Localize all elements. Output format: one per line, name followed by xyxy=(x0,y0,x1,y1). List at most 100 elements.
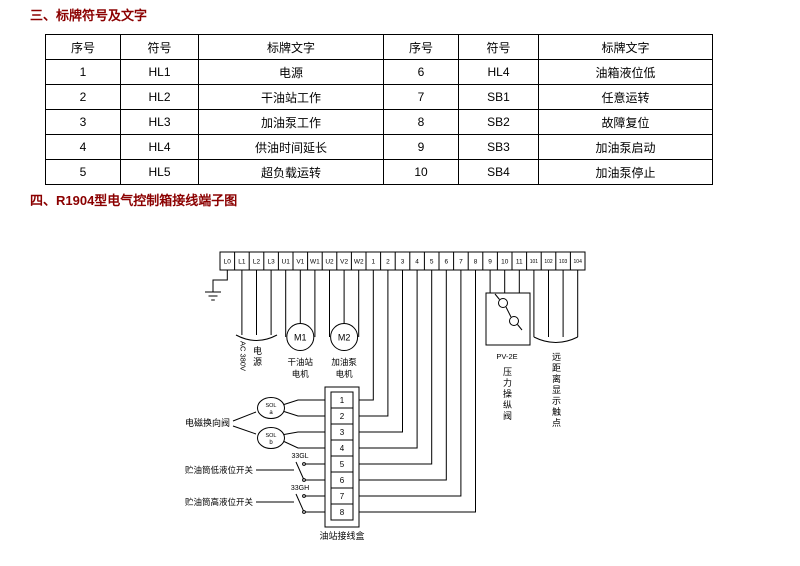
table-header-row: 序号 符号 标牌文字 序号 符号 标牌文字 xyxy=(45,34,713,60)
junction-box-dividers xyxy=(331,407,353,505)
contact-dot xyxy=(302,510,306,514)
pv2e-contact-lines xyxy=(494,293,523,331)
motor1-circle xyxy=(286,323,315,351)
junction-terminal: 4 xyxy=(340,444,345,453)
pv2e-contact xyxy=(509,316,519,326)
terminal-label: 10 xyxy=(501,259,509,266)
terminal-label: L3 xyxy=(267,259,275,266)
cell-text: 任意运转 xyxy=(538,84,713,110)
terminal-strip-dividers xyxy=(234,252,571,270)
cell-seq: 6 xyxy=(383,59,459,85)
low-level-switch-wires xyxy=(256,461,325,481)
cell-text: 油箱液位低 xyxy=(538,59,713,85)
terminal-label: L1 xyxy=(238,259,246,266)
terminal-label: 9 xyxy=(488,259,492,266)
cell-symbol: SB4 xyxy=(458,159,539,185)
sol-a-coil xyxy=(257,397,285,419)
col-header-seq-1: 序号 xyxy=(45,34,121,60)
pv2e-box xyxy=(485,292,531,346)
high-level-switch-label: 贮油筒高液位开关 xyxy=(185,497,254,507)
terminal-label: 4 xyxy=(415,259,419,266)
wiring-diagram: L0 L1 L2 L3 U1 V1 W1 U2 V2 W2 1 2 3 4 5 … xyxy=(185,251,586,541)
junction-terminal: 3 xyxy=(340,428,345,437)
col-header-seq-2: 序号 xyxy=(383,34,459,60)
table-row: 5 HL5 超负载运转 10 SB4 加油泵停止 xyxy=(45,159,713,185)
junction-terminal: 2 xyxy=(340,412,345,421)
label-symbols-table: 序号 符号 标牌文字 序号 符号 标牌文字 1 HL1 电源 6 HL4 油箱液… xyxy=(45,34,713,185)
document-content: 三、标牌符号及文字 序号 符号 标牌文字 序号 符号 标牌文字 1 HL1 电源… xyxy=(0,0,800,209)
terminal-label: V2 xyxy=(340,259,348,266)
terminal-label: 3 xyxy=(401,259,405,266)
motor1-tag: M1 xyxy=(294,333,307,343)
section4-heading: 四、R1904型电气控制箱接线端子图 xyxy=(30,193,238,208)
col-header-text-1: 标牌文字 xyxy=(198,34,384,60)
pressure-valve-label: 压力操纵阀 xyxy=(502,367,512,422)
ac-supply-brace xyxy=(235,334,278,341)
remote-brace xyxy=(533,336,578,343)
terminal-label: L0 xyxy=(224,259,232,266)
cell-symbol: HL5 xyxy=(120,159,199,185)
cell-symbol: HL1 xyxy=(120,59,199,85)
table-row: 2 HL2 干油站工作 7 SB1 任意运转 xyxy=(45,84,713,110)
table-row: 1 HL1 电源 6 HL4 油箱液位低 xyxy=(45,59,713,85)
terminal-label: U1 xyxy=(282,259,291,266)
contact-dot xyxy=(302,462,306,466)
terminal-label: W2 xyxy=(354,259,364,266)
cell-seq: 2 xyxy=(45,84,121,110)
ac-power-label-cjk: 电源 xyxy=(252,345,262,368)
cell-symbol: HL3 xyxy=(120,109,199,135)
terminal-label: U2 xyxy=(325,259,334,266)
terminal-label: 2 xyxy=(386,259,390,266)
cell-seq: 7 xyxy=(383,84,459,110)
junction-terminal: 1 xyxy=(340,396,345,405)
sol-b-coil xyxy=(257,427,285,449)
contact-dot xyxy=(302,494,306,498)
cell-symbol: HL2 xyxy=(120,84,199,110)
cell-text: 干油站工作 xyxy=(198,84,384,110)
ac-power-label: AC 380V xyxy=(239,341,248,371)
junction-box-label: 油站接线盒 xyxy=(319,530,364,541)
cell-seq: 5 xyxy=(45,159,121,185)
terminal-label: 11 xyxy=(516,259,523,266)
low-level-switch-label: 贮油筒低液位开关 xyxy=(185,465,254,475)
cell-symbol: SB3 xyxy=(458,134,539,160)
motor1-name: 干油站 xyxy=(288,357,314,367)
solenoid-wires xyxy=(283,399,325,449)
cell-seq: 1 xyxy=(45,59,121,85)
sol-a-sub: a xyxy=(269,410,273,416)
terminal-label: 104 xyxy=(574,259,583,265)
table-row: 4 HL4 供油时间延长 9 SB3 加油泵启动 xyxy=(45,134,713,160)
terminal-label: 103 xyxy=(559,259,568,265)
terminal-label: 6 xyxy=(444,259,448,266)
sol-b-sub: b xyxy=(269,440,273,446)
terminal-label: 101 xyxy=(530,259,539,265)
ground-wire xyxy=(212,270,228,292)
cell-text: 电源 xyxy=(198,59,384,85)
sol-a-text: SOL xyxy=(265,403,276,409)
cell-symbol: HL4 xyxy=(458,59,539,85)
sol-b-text: SOL xyxy=(265,433,276,439)
cell-seq: 8 xyxy=(383,109,459,135)
cell-symbol: SB2 xyxy=(458,109,539,135)
cell-text: 加油泵工作 xyxy=(198,109,384,135)
low-level-code: 33GL xyxy=(291,453,308,460)
cell-symbol: SB1 xyxy=(458,84,539,110)
cell-text: 加油泵启动 xyxy=(538,134,713,160)
col-header-text-2: 标牌文字 xyxy=(538,34,713,60)
motor2-circle xyxy=(330,323,359,351)
contact-dot xyxy=(302,478,306,482)
table-row: 3 HL3 加油泵工作 8 SB2 故障复位 xyxy=(45,109,713,135)
cell-text: 超负载运转 xyxy=(198,159,384,185)
pv2e-tag: PV-2E xyxy=(496,352,517,361)
ground-icon xyxy=(205,291,221,301)
pv2e-contact xyxy=(498,298,508,308)
cell-seq: 3 xyxy=(45,109,121,135)
cell-seq: 4 xyxy=(45,134,121,160)
cell-text: 供油时间延长 xyxy=(198,134,384,160)
cell-seq: 10 xyxy=(383,159,459,185)
motor1-name: 电机 xyxy=(292,369,310,379)
terminal-label: 1 xyxy=(371,259,375,266)
cell-symbol: HL4 xyxy=(120,134,199,160)
motor1-wires xyxy=(285,270,316,337)
terminal-label: 102 xyxy=(544,259,553,265)
